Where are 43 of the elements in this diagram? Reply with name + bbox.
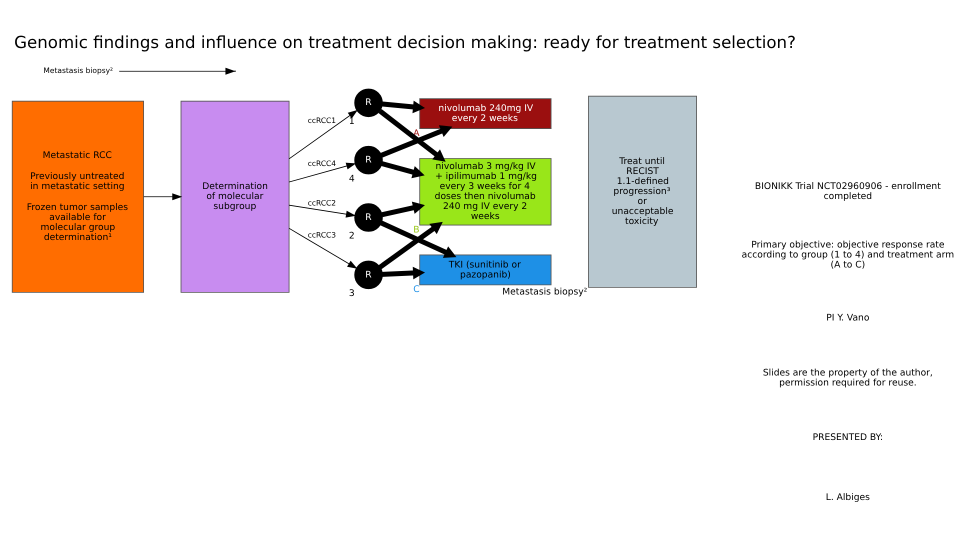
node-label: 1	[348, 116, 355, 126]
node-label: Metastasis biopsy²	[502, 287, 588, 298]
label: Primary objective: objective response rate according to group (1 to 4) and treatment arm (A to C)	[742, 240, 954, 270]
arrow	[381, 160, 425, 178]
diagram-title: Genomic findings and influence on treatment decision making: ready for treatment selection?	[14, 32, 796, 52]
node-circle: R	[354, 88, 383, 117]
node-label: 4	[348, 174, 355, 184]
arrow	[143, 192, 182, 200]
arrow	[382, 266, 426, 279]
node-label: 3	[348, 288, 355, 298]
edge-label: ccRCC3	[308, 230, 336, 240]
arrow	[382, 201, 425, 217]
node-label: C	[413, 284, 420, 295]
label: L. Albiges	[826, 492, 870, 503]
edge-label: ccRCC2	[308, 198, 336, 207]
arrow	[380, 220, 456, 258]
arrow	[378, 108, 446, 162]
node-circle: R	[354, 260, 383, 289]
arrow	[378, 221, 443, 269]
label: BIONIKK Trial NCT02960906 - enrollment completed	[754, 182, 941, 202]
node-box: nivolumab 240mg IV every 2 weeks	[419, 98, 552, 128]
edge-label: ccRCC1	[308, 115, 336, 124]
node-text: Metastasis biopsy²	[43, 66, 114, 75]
arrow	[288, 162, 356, 182]
node-box: Determination of molecular subgroup	[180, 100, 290, 292]
label: PI Y. Vano	[826, 312, 870, 323]
node-box: nivolumab 3 mg/kg IV + ipilimumab 1 mg/kg every 3 weeks for 4 doses then nivolumab 240 mg IV every 2 weeks	[419, 158, 552, 225]
node-box: Treat until RECIST 1.1-defined progression³ or unacceptable toxicity	[588, 95, 697, 288]
node-circle: R	[354, 202, 383, 232]
label: Slides are the property of the author, permission required for reuse.	[762, 368, 933, 388]
arrow	[288, 109, 358, 159]
arrow	[380, 124, 452, 158]
node-label: 2	[348, 231, 355, 242]
node-label: B	[413, 224, 420, 235]
node-box: TKI (sunitinib or pazopanib)	[419, 254, 552, 285]
node-box: Metastatic RCC Previously untreated in metastatic setting Frozen tumor samples available for molecular group determination¹	[12, 100, 144, 292]
arrow	[288, 204, 356, 218]
edge-label: ccRCC4	[308, 158, 336, 168]
arrow	[288, 227, 358, 268]
node-circle: R	[354, 145, 383, 174]
arrow	[382, 100, 426, 113]
label: PRESENTED BY:	[812, 432, 884, 443]
arrow	[118, 67, 236, 74]
